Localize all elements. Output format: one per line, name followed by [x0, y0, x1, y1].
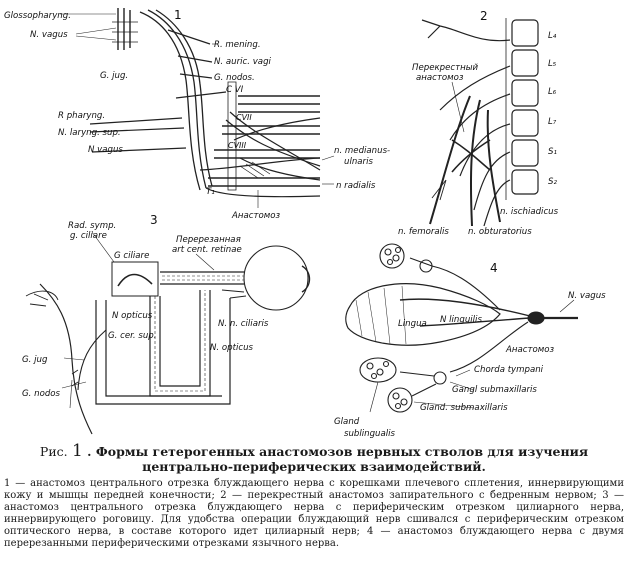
label-r-mening: R. mening.	[214, 40, 261, 50]
panel-2-femoral-obturator-anastomosis	[421, 18, 539, 227]
label-l6: L₆	[548, 87, 557, 97]
label-n-ischiadicus: n. ischiadicus	[500, 207, 559, 217]
label-l7: L₇	[548, 117, 557, 127]
label-ulnaris: ulnaris	[344, 157, 373, 167]
label-s1: S₁	[548, 147, 557, 157]
label-n-medianus: n. medianus-	[334, 146, 390, 156]
label-g-cer-sup: G. cer. sup.	[108, 331, 156, 341]
label-rad-symp: Rad. symp.	[68, 221, 116, 231]
panel-3-ciliary-anastomosis	[25, 231, 311, 435]
caption-title: Рис. 1 . Формы гетерогенных анастомозов …	[4, 441, 624, 475]
label-n-vagus-4: N. vagus	[568, 291, 606, 301]
panel-4-number: 4	[490, 261, 498, 275]
panel-2-number: 2	[480, 9, 488, 23]
label-n-vagus-top: N. vagus	[30, 30, 68, 40]
label-s2: S₂	[548, 177, 557, 187]
caption-prefix: Рис.	[39, 444, 68, 459]
label-g-jug: G. jug.	[100, 71, 128, 81]
figure-illustration: 1 Glossopharyng. N. vagus G. jug. R. men…	[4, 8, 606, 439]
label-gland-submax: Gland. submaxillaris	[420, 403, 508, 413]
label-t1: T₁	[206, 187, 215, 197]
label-n-vagus: N vagus	[88, 145, 123, 155]
label-anastomoz-4: Анастомоз	[505, 345, 554, 355]
label-n-laryng-sup: N. laryng. sup.	[58, 128, 121, 138]
label-n-radialis: n radialis	[336, 181, 376, 191]
label-c6: C VI	[226, 85, 244, 95]
label-n-opticus-inner: N opticus	[112, 311, 153, 321]
label-g-jug-3: G. jug	[22, 355, 48, 365]
panel-1-number: 1	[174, 8, 182, 22]
label-n-n-ciliaris: N. n. ciliaris	[218, 319, 269, 329]
panel-3-number: 3	[150, 213, 158, 227]
caption-title-text: . Формы гетерогенных анастомозов нервных…	[87, 444, 589, 474]
label-chorda-tympani: Chorda tympani	[474, 365, 544, 375]
label-c7: CVII	[236, 113, 252, 122]
label-l5: L₅	[548, 59, 557, 69]
label-cut-art-2: art cent. retinae	[172, 245, 242, 255]
caption-figure-number: 1	[71, 441, 83, 461]
label-cross-anast-1: Перекрестный	[412, 63, 479, 73]
label-g-ciliare-box: G ciliare	[114, 251, 149, 261]
label-glossopharyng: Glossopharyng.	[4, 11, 71, 21]
panel-1-labels: 1 Glossopharyng. N. vagus G. jug. R. men…	[4, 8, 390, 221]
label-cross-anast-2: анастомоз	[416, 73, 464, 83]
label-gland-subling-2: sublingualis	[344, 429, 396, 439]
label-lingua: Lingua	[398, 319, 427, 329]
label-n-lingualis: N linguilis	[440, 315, 482, 325]
label-anastomoz-1: Анастомоз	[231, 211, 280, 221]
panel-2-labels: 2 Перекрестный анастомоз L₄ L₅ L₆ L₇ S₁ …	[398, 9, 559, 237]
panel-4-labels: 4 Lingua N linguilis N. vagus Анастомоз …	[334, 261, 606, 439]
panel-3-labels: 3 Rad. symp. g. ciliare G ciliare Перере…	[22, 213, 269, 399]
label-n-femoralis: n. femoralis	[398, 227, 449, 237]
label-r-pharyng: R pharyng.	[58, 111, 105, 121]
label-g-nodos-3: G. nodos	[22, 389, 61, 399]
label-l4: L₄	[548, 31, 557, 41]
label-cut-art-1: Перерезанная	[176, 235, 241, 245]
caption-body: 1 — анастомоз центрального отрезка блужд…	[4, 478, 624, 550]
label-n-opticus: N. opticus	[210, 343, 254, 353]
label-n-obturatorius: n. obturatorius	[468, 227, 532, 237]
label-n-auric-vagi: N. auric. vagi	[214, 57, 272, 67]
label-gangl-submax: Gangl submaxillaris	[452, 385, 537, 395]
label-g-nodos: G. nodos.	[214, 73, 255, 83]
panel-4-lingual-anastomosis	[345, 243, 578, 413]
label-g-ciliare: g. ciliare	[70, 231, 107, 241]
label-c8: CVIII	[228, 141, 247, 150]
figure-caption: Рис. 1 . Формы гетерогенных анастомозов …	[4, 441, 624, 551]
label-gland-subling-1: Gland	[334, 417, 360, 427]
panel-1-brachial-anastomosis	[60, 8, 335, 208]
